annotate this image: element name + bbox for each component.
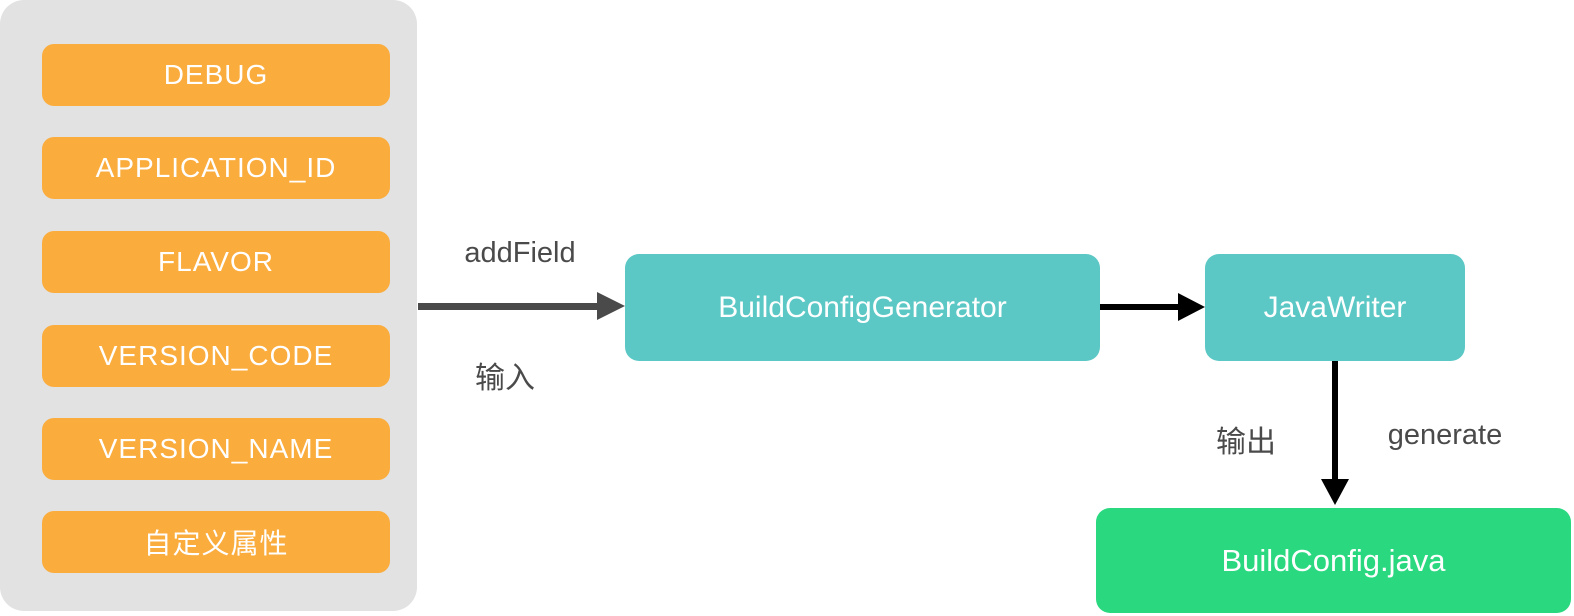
edge-label-generate: generate <box>1387 419 1503 451</box>
field-chip-version-code: VERSION_CODE <box>42 325 390 387</box>
output-arrow-head-icon <box>1321 479 1349 505</box>
node-label: BuildConfig.java <box>1221 542 1446 578</box>
generator-to-writer-arrow-head-icon <box>1178 293 1205 321</box>
output-arrow-line <box>1332 361 1338 481</box>
node-javawriter: JavaWriter <box>1205 254 1465 361</box>
field-chip-label: VERSION_NAME <box>98 433 334 464</box>
input-arrow-head-icon <box>597 292 625 320</box>
edge-label-input: 输入 <box>475 362 535 395</box>
build-fields-panel: DEBUG APPLICATION_ID FLAVOR VERSION_CODE… <box>0 0 417 611</box>
field-chip-label: 自定义属性 <box>143 528 289 559</box>
generator-to-writer-arrow-line <box>1100 304 1179 310</box>
field-chip-debug: DEBUG <box>42 44 390 106</box>
node-buildconfig-java: BuildConfig.java <box>1096 508 1571 613</box>
field-chip-label: DEBUG <box>163 59 269 90</box>
node-buildconfiggenerator: BuildConfigGenerator <box>625 254 1100 361</box>
node-label: JavaWriter <box>1263 290 1407 324</box>
field-chip-custom-attrs: 自定义属性 <box>42 511 390 573</box>
edge-label-output: 输出 <box>1216 426 1276 459</box>
field-chip-label: VERSION_CODE <box>98 340 334 371</box>
edge-label-addfield: addField <box>464 237 576 269</box>
field-chip-label: FLAVOR <box>158 246 274 277</box>
node-label: BuildConfigGenerator <box>718 290 1007 324</box>
input-arrow-line <box>418 303 599 310</box>
field-chip-label: APPLICATION_ID <box>95 152 337 183</box>
field-chip-version-name: VERSION_NAME <box>42 418 390 480</box>
field-chip-application-id: APPLICATION_ID <box>42 137 390 199</box>
field-chip-flavor: FLAVOR <box>42 231 390 293</box>
